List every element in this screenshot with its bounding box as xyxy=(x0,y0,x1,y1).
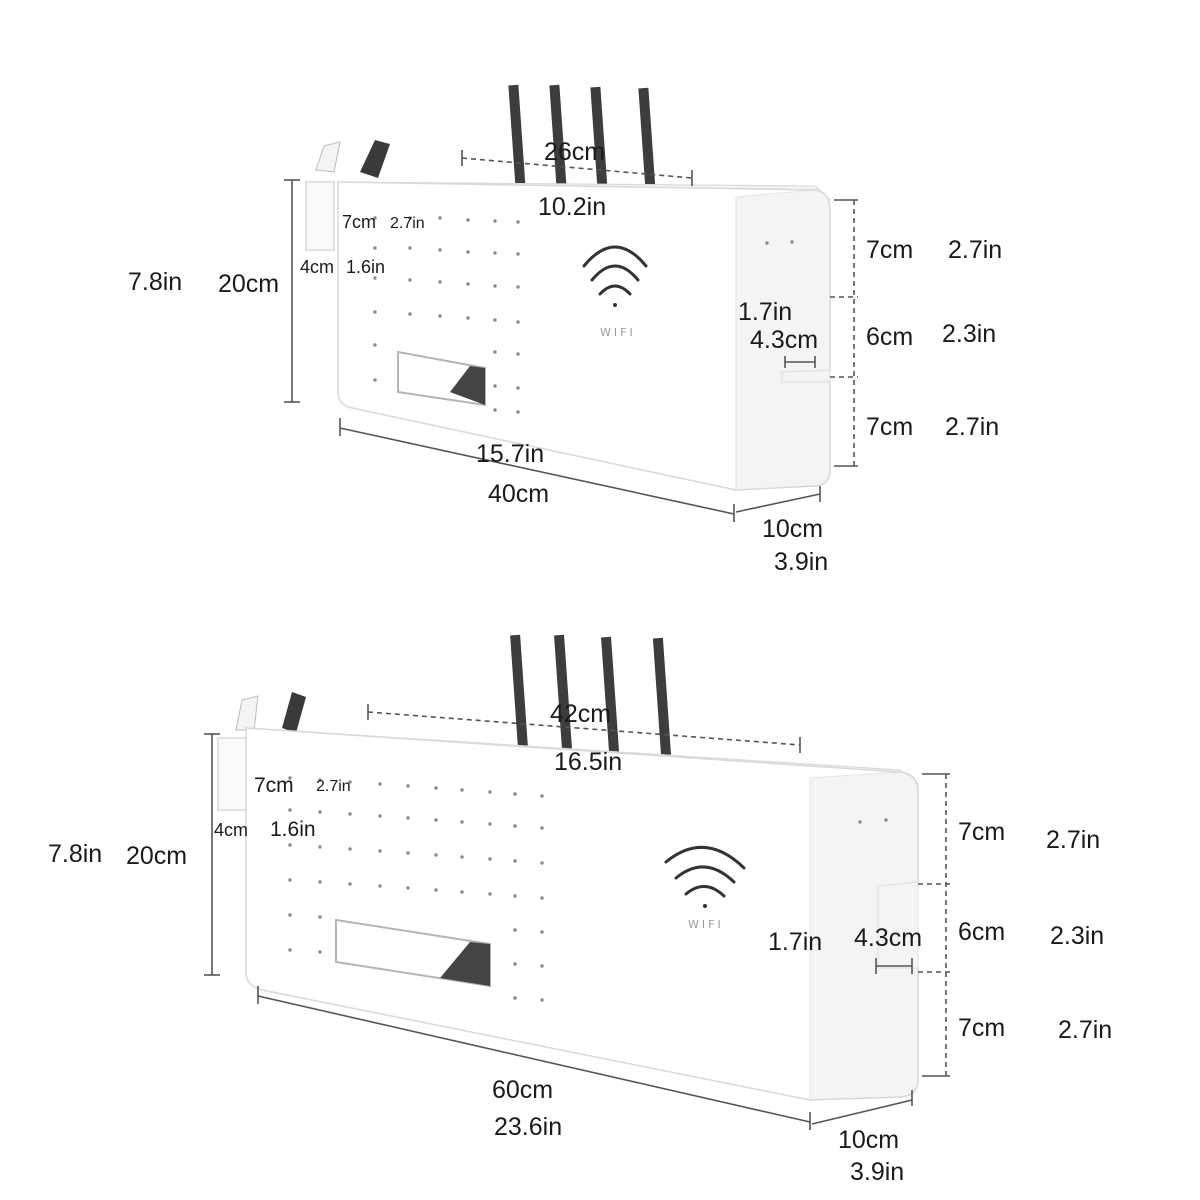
holder-width-in: 1.6in xyxy=(270,818,316,841)
holder-height-cm: 7cm xyxy=(342,212,376,232)
width-in: 15.7in xyxy=(476,440,544,468)
depth-in: 3.9in xyxy=(774,548,828,576)
box-side-face xyxy=(735,189,831,491)
antenna xyxy=(601,636,620,753)
antenna xyxy=(638,87,656,194)
slot-width-cm: 4.3cm xyxy=(854,924,922,952)
perforation-holes xyxy=(373,216,794,414)
segment-2-in: 2.3in xyxy=(1050,922,1104,950)
segment-3-cm: 7cm xyxy=(866,413,913,441)
top-length-in: 16.5in xyxy=(554,748,622,776)
height-cm: 20cm xyxy=(218,270,279,298)
phone-in-holder xyxy=(235,695,259,731)
top-length-cm: 42cm xyxy=(550,700,611,728)
depth-cm: 10cm xyxy=(838,1126,899,1154)
height-in: 7.8in xyxy=(128,268,182,296)
width-cm: 40cm xyxy=(488,480,549,508)
holder-width-cm: 4cm xyxy=(214,820,248,840)
phone-in-holder xyxy=(315,141,341,173)
holder-height-cm: 7cm xyxy=(254,774,294,797)
height-in: 7.8in xyxy=(48,840,102,868)
perforation-holes xyxy=(288,776,888,1002)
segment-1-in: 2.7in xyxy=(1046,826,1100,854)
remote-in-holder xyxy=(360,140,390,178)
segment-1-cm: 7cm xyxy=(866,236,913,264)
cable-window-shadow xyxy=(440,942,490,986)
holder-width-cm: 4cm xyxy=(300,257,334,277)
top-length-in: 10.2in xyxy=(538,193,606,221)
segment-2-in: 2.3in xyxy=(942,320,996,348)
cable-window-shadow xyxy=(450,366,485,405)
side-holder xyxy=(217,737,247,811)
remote-in-holder xyxy=(282,692,306,733)
side-holder xyxy=(305,181,335,251)
slot-width-cm: 4.3cm xyxy=(750,326,818,354)
holder-width-in: 1.6in xyxy=(346,257,385,277)
bottom-unit: WIFI 42cm 16.5in 7.8in 20cm 7cm 2.7in 4c… xyxy=(48,634,1112,1186)
slot-width-in: 1.7in xyxy=(768,928,822,956)
holder-height-in: 2.7in xyxy=(316,778,351,795)
segment-1-cm: 7cm xyxy=(958,818,1005,846)
antenna xyxy=(554,634,573,751)
wifi-icon: WIFI xyxy=(582,245,648,339)
segment-3-in: 2.7in xyxy=(945,413,999,441)
holder-height-in: 2.7in xyxy=(390,215,425,232)
antenna xyxy=(652,637,672,757)
top-length-cm: 26cm xyxy=(544,138,605,166)
segment-3-in: 2.7in xyxy=(1058,1016,1112,1044)
antenna xyxy=(508,84,526,191)
antenna xyxy=(549,84,567,191)
width-cm: 60cm xyxy=(492,1076,553,1104)
antenna xyxy=(590,86,608,193)
top-unit: WIFI 26cm 10.2in 7.8in 20cm 7cm 2.7in 4c… xyxy=(128,84,1002,576)
height-cm: 20cm xyxy=(126,842,187,870)
antenna xyxy=(510,634,528,748)
wifi-label: WIFI xyxy=(688,918,724,931)
width-in: 23.6in xyxy=(494,1113,562,1141)
segment-1-in: 2.7in xyxy=(948,236,1002,264)
depth-cm: 10cm xyxy=(762,515,823,543)
box-side-face xyxy=(809,771,919,1101)
segment-2-cm: 6cm xyxy=(866,323,913,351)
wifi-label: WIFI xyxy=(600,326,636,339)
depth-in: 3.9in xyxy=(850,1158,904,1186)
wifi-icon: WIFI xyxy=(664,846,746,931)
segment-3-cm: 7cm xyxy=(958,1014,1005,1042)
segment-2-cm: 6cm xyxy=(958,918,1005,946)
slot-width-in: 1.7in xyxy=(738,298,792,326)
